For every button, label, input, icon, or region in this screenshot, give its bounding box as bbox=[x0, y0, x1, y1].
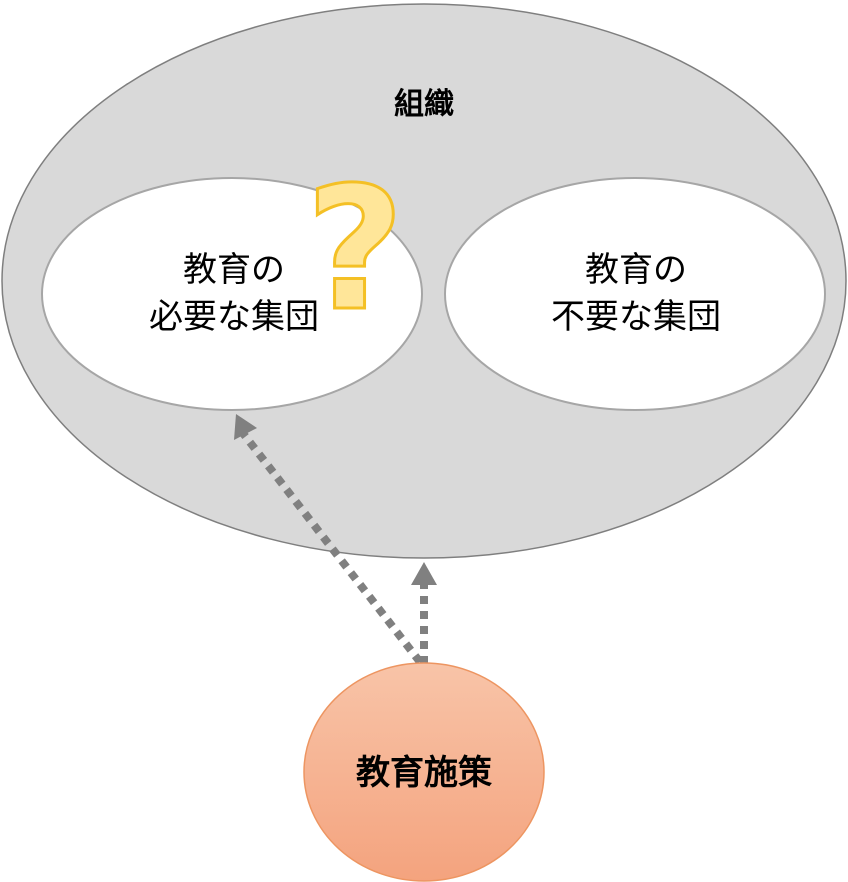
organization-ellipse bbox=[1, 3, 847, 559]
arrow-to-needed-group-head bbox=[234, 414, 257, 440]
education-policy-label: 教育施策 bbox=[356, 753, 492, 793]
organization-label: 組織 bbox=[394, 87, 454, 122]
unneeded-group-label-line1: 教育の bbox=[585, 250, 687, 290]
unneeded-group-ellipse bbox=[444, 177, 826, 411]
needed-group-ellipse bbox=[41, 177, 423, 411]
arrow-to-needed-group bbox=[238, 429, 424, 665]
needed-group-label-line2: 必要な集団 bbox=[149, 297, 319, 337]
question-mark-icon: ? bbox=[306, 151, 405, 349]
needed-group-label-line1: 教育の bbox=[183, 250, 285, 290]
unneeded-group-label-line2: 不要な集団 bbox=[551, 297, 721, 337]
education-policy-ellipse bbox=[303, 662, 545, 882]
arrow-to-organization-head bbox=[411, 562, 437, 585]
